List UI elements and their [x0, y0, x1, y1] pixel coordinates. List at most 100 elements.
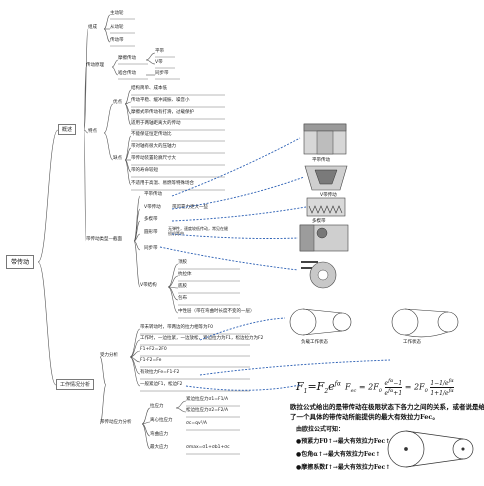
- force-3: F1+F2=2F0: [140, 347, 167, 352]
- node-principle[interactable]: 传动原理: [86, 63, 104, 68]
- connector: [175, 407, 187, 413]
- connector: [111, 66, 119, 76]
- force-1: 带未转动时，带两边的拉力相等为F0: [140, 325, 213, 330]
- type-v-note: 带可靠力更大一些: [172, 205, 208, 210]
- connector: [111, 59, 119, 68]
- type-multi-v[interactable]: 多楔带: [144, 217, 158, 222]
- connector: [103, 14, 111, 30]
- connector: [167, 275, 179, 288]
- connector: [129, 339, 141, 358]
- connector: [99, 356, 107, 386]
- connector: [103, 132, 114, 161]
- note-intro-1: 欧拉公式给出的是带传动在极限状态下各力之间的关系，或者说是给出: [290, 403, 484, 411]
- force-2: 工作时，一边拉紧，一边放松，紧边拉力为F1，松边拉力为F2: [140, 336, 264, 341]
- force-6: 一般紧边F1，松边F2: [140, 382, 183, 387]
- connector: [83, 129, 89, 134]
- connector: [124, 159, 132, 186]
- caption-v: V带传动: [320, 193, 337, 198]
- connector: [124, 147, 132, 161]
- connector: [141, 421, 151, 425]
- connector: [83, 66, 87, 131]
- note-point-1: ●预紧力F0↑→最大有效拉力Fec↑: [296, 438, 391, 445]
- structure-tension: 抗拉体: [178, 272, 192, 277]
- force-5: 有效拉力Fe=F1-F2: [140, 370, 180, 375]
- root-node[interactable]: 带传动: [6, 255, 35, 269]
- note-intro-2: 了一个具体的带传动所能提供的最大有效拉力Fec。: [290, 413, 439, 421]
- pro-4: 适用于两轴距离大的传动: [131, 121, 181, 126]
- pro-2: 传动平稳、缓冲减振、噪音小: [131, 98, 190, 103]
- connector: [37, 261, 57, 386]
- caption-multi-v: 多楔带: [312, 219, 326, 224]
- connector: [99, 384, 107, 425]
- connector: [37, 129, 59, 263]
- stress-tensile: 拉应力: [150, 404, 164, 409]
- type-flat[interactable]: 平带传动: [144, 192, 162, 197]
- connector: [133, 240, 141, 288]
- node-mesh[interactable]: 啮合传动: [118, 71, 136, 76]
- stress-max: 最大应力: [150, 445, 168, 450]
- type-sync[interactable]: 同步带: [144, 246, 158, 251]
- connector: [145, 59, 156, 65]
- connector: [103, 28, 111, 43]
- con-1: 不能保证恒定传动比: [131, 132, 172, 137]
- connector: [129, 328, 141, 358]
- branch-working[interactable]: 工作情况分析: [56, 379, 95, 390]
- note-point-3: ●摩擦系数f↑→最大有效拉力Fec↑: [296, 464, 391, 471]
- structure-top: 顶胶: [178, 260, 187, 265]
- structure-cover: 包布: [178, 296, 187, 301]
- stress-centrifugal-formula: σc=qv²/A: [186, 421, 208, 426]
- con-3: 带传动装置轮廓尺寸大: [131, 156, 176, 161]
- node-cons[interactable]: 缺点: [113, 156, 122, 161]
- stress-slack: 松边拉应力σ2=F2/A: [186, 408, 229, 413]
- structure-neutral: 中性层（带在弯曲时长度不变的一层）: [178, 309, 255, 314]
- note-conclusion: 由欧拉公式可知：: [296, 426, 345, 433]
- type-v[interactable]: V带传动: [144, 205, 161, 210]
- caption-not-working: 负载工作状态: [301, 340, 328, 345]
- connector: [103, 103, 114, 134]
- con-5: 不适用于高温、易燃等特殊场合: [131, 181, 194, 186]
- connector: [141, 423, 151, 450]
- pro-1: 结构简单、成本低: [131, 86, 167, 91]
- node-driven-pulley[interactable]: 从动轮: [110, 25, 124, 30]
- caption-working: 工作状态: [403, 340, 421, 345]
- pro-3: 摩擦式带传动有打滑，过载保护: [131, 110, 194, 115]
- node-friction[interactable]: 摩擦传动: [118, 56, 136, 61]
- connector: [83, 129, 87, 242]
- node-belt[interactable]: 传动带: [110, 38, 124, 43]
- connector: [129, 356, 141, 387]
- con-2: 带对轴有很大的压轴力: [131, 144, 176, 149]
- connector: [167, 286, 179, 314]
- node-pros[interactable]: 优点: [113, 100, 122, 105]
- type-round[interactable]: 圆形带: [144, 230, 158, 235]
- node-stress[interactable]: 带传动应力分析: [100, 420, 132, 425]
- node-v-belt[interactable]: V带: [155, 60, 163, 65]
- structure-bottom: 底胶: [178, 284, 187, 289]
- node-force[interactable]: 受力分析: [100, 353, 118, 358]
- connector: [133, 220, 141, 242]
- node-types[interactable]: 带传动类型—截面: [86, 237, 122, 242]
- connector: [141, 407, 151, 425]
- type-round-note: 无弹性，速度较低传动，常见在缝纫机等中: [168, 226, 228, 236]
- node-features[interactable]: 特点: [88, 129, 97, 134]
- con-4: 带的寿命较短: [131, 168, 158, 173]
- stress-tight: 紧边拉应力σ1=F1/A: [186, 397, 229, 402]
- node-sync-belt[interactable]: 同步带: [155, 71, 169, 76]
- branch-overview[interactable]: 概述: [58, 124, 77, 135]
- formula-euler: F1=F2efα: [296, 380, 341, 396]
- force-4: F1-F2=Fe: [140, 358, 162, 363]
- connector: [124, 89, 132, 105]
- note-point-2: ●包角α↑→最大有效拉力Fec↑: [296, 451, 381, 458]
- connector: [124, 135, 132, 161]
- node-flat-belt[interactable]: 平带: [155, 49, 164, 54]
- node-v-structure[interactable]: V带结构: [140, 283, 157, 288]
- connector: [133, 233, 141, 242]
- caption-flat: 平带传动: [312, 158, 330, 163]
- connector: [124, 103, 132, 126]
- connector: [133, 240, 141, 251]
- stress-bending: 弯曲应力: [150, 432, 168, 437]
- stress-centrifugal: 离心拉应力: [150, 418, 173, 423]
- node-driving-pulley[interactable]: 主动轮: [110, 11, 124, 16]
- node-composition[interactable]: 组成: [88, 25, 97, 30]
